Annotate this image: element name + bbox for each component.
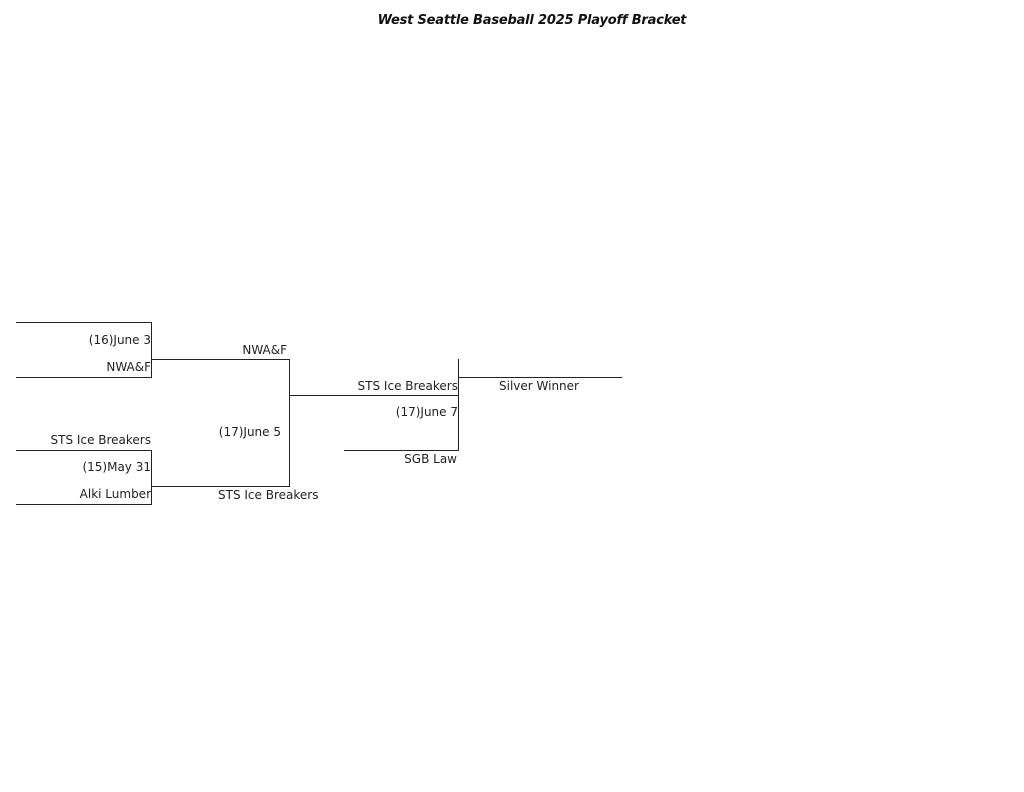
game-17-semi-bottom-line bbox=[151, 486, 290, 487]
game-17-semi-team-bottom: STS Ice Breakers bbox=[218, 488, 319, 502]
game-17-semi-top-line bbox=[151, 359, 290, 360]
winner-label: Silver Winner bbox=[499, 379, 579, 393]
game-15-team-top: STS Ice Breakers bbox=[50, 433, 151, 447]
game-17-semi-label: (17)June 5 bbox=[218, 425, 281, 439]
game-17-final-team-top: STS Ice Breakers bbox=[357, 379, 458, 393]
game-17-final-bottom-line bbox=[344, 450, 459, 451]
game-17-final-top-line bbox=[289, 395, 459, 396]
game-15-connector bbox=[151, 450, 152, 505]
winner-line bbox=[458, 377, 622, 378]
game-16-connector bbox=[151, 322, 152, 378]
game-16-bottom-line bbox=[16, 377, 152, 378]
game-17-semi-team-top: NWA&F bbox=[242, 343, 287, 357]
game-17-final-label: (17)June 7 bbox=[395, 405, 458, 419]
game-15-bottom-line bbox=[16, 504, 152, 505]
game-15-label: (15)May 31 bbox=[82, 460, 151, 474]
game-17-semi-connector bbox=[289, 359, 290, 487]
game-15-team-bottom: Alki Lumber bbox=[79, 487, 151, 501]
game-17-final-team-bottom: SGB Law bbox=[404, 452, 457, 466]
page-title: West Seattle Baseball 2025 Playoff Brack… bbox=[377, 13, 687, 28]
game-16-label: (16)June 3 bbox=[88, 333, 151, 347]
game-17-final-connector bbox=[458, 359, 459, 451]
game-16-team-bottom: NWA&F bbox=[106, 360, 151, 374]
game-15-top-line bbox=[16, 450, 152, 451]
game-16-top-line bbox=[16, 322, 152, 323]
